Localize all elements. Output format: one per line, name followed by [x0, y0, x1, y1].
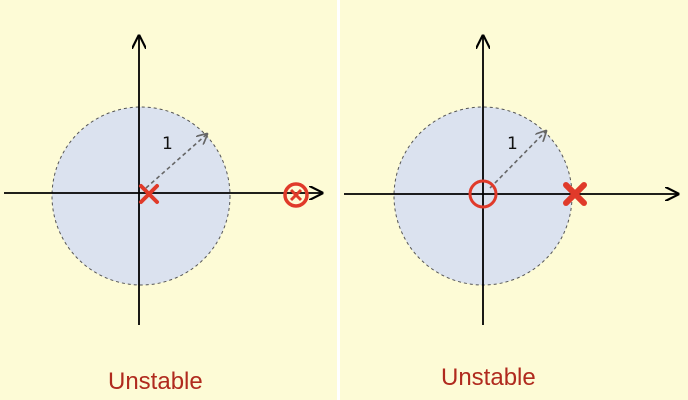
- pole-zero-overlap-marker: [283, 182, 309, 208]
- radius-label: 1: [507, 134, 518, 154]
- right-panel: 1 Unstable: [340, 0, 688, 400]
- unit-circle: [51, 106, 231, 286]
- pole-x-marker: [139, 184, 159, 204]
- left-stability-caption: Unstable: [108, 368, 203, 395]
- left-pole-zero-plot: 1: [4, 0, 337, 325]
- right-pole-zero-plot: 1: [344, 0, 688, 325]
- zero-circle-marker: [468, 179, 498, 209]
- pole-x-marker: [563, 182, 587, 206]
- radius-arrow: [489, 131, 546, 189]
- radius-label: 1: [162, 134, 173, 154]
- left-panel: 1 Unstable: [0, 0, 337, 400]
- right-stability-caption: Unstable: [441, 364, 536, 391]
